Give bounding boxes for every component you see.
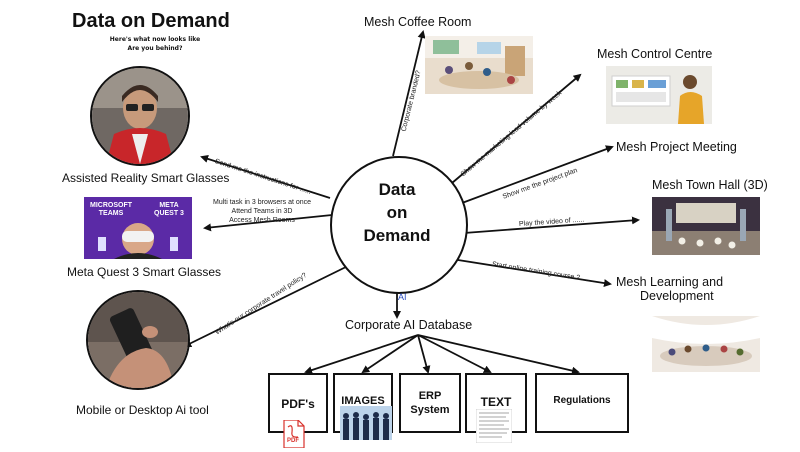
quest-left-line-1: MICROSOFT xyxy=(90,202,132,209)
node-control-centre: Mesh Control Centre xyxy=(597,47,713,61)
arrow-mobile xyxy=(183,263,353,347)
arrow-images xyxy=(361,334,419,374)
quest-left-caption: MICROSOFT TEAMS xyxy=(90,202,132,218)
quest-connector-line-2: Attend Teams in 3D xyxy=(231,208,293,215)
connector-label-quest: Multi task in 3 browsers at once Attend … xyxy=(213,198,311,225)
people-silhouette-icon xyxy=(340,406,392,440)
node-meta-quest: Meta Quest 3 Smart Glasses xyxy=(67,265,222,279)
smart-glasses-person-illustration xyxy=(92,68,188,164)
center-line-3: Demand xyxy=(363,226,431,245)
coffee-room-illustration xyxy=(425,36,533,94)
pdf-file-icon: PDF xyxy=(282,419,306,449)
town-hall-image xyxy=(652,197,760,255)
town-hall-illustration xyxy=(652,197,760,255)
mobile-tool-photo xyxy=(86,290,190,390)
learning-image xyxy=(652,316,760,372)
subtitle-line-2: Are you behind? xyxy=(127,45,183,52)
quest-right-line-2: QUEST 3 xyxy=(154,210,184,217)
center-line-2: on xyxy=(386,203,408,222)
node-town-hall: Mesh Town Hall (3D) xyxy=(652,178,768,192)
learning-illustration xyxy=(652,316,760,372)
arrow-learning xyxy=(457,259,612,288)
people-silhouette-graphic xyxy=(340,406,392,440)
erp-line-2: System xyxy=(410,404,450,416)
meta-quest-illustration xyxy=(84,197,192,259)
box-regulations: Regulations xyxy=(535,373,629,433)
arrow-control xyxy=(451,73,582,184)
text-document-graphic xyxy=(475,408,513,444)
arrow-erp xyxy=(417,334,431,374)
node-project-meeting: Mesh Project Meeting xyxy=(616,140,737,154)
box-regulations-label: Regulations xyxy=(553,395,611,406)
box-text-label: TEXT xyxy=(480,395,512,409)
arrow-project xyxy=(461,145,614,204)
text-document-icon xyxy=(475,408,513,444)
arrow-glasses xyxy=(200,155,331,199)
box-pdfs: PDF's xyxy=(268,373,328,433)
center-hub-label: Data on Demand xyxy=(330,178,464,247)
meta-quest-image: MICROSOFT TEAMS META QUEST 3 xyxy=(84,197,192,259)
coffee-room-image xyxy=(425,36,533,94)
control-centre-illustration xyxy=(606,66,712,124)
arrow-quest xyxy=(203,214,333,232)
node-mobile-tool: Mobile or Desktop Ai tool xyxy=(76,403,209,417)
box-pdfs-label: PDF's xyxy=(281,397,315,411)
page-title: Data on Demand xyxy=(72,10,230,32)
erp-line-1: ERP xyxy=(418,390,442,402)
arrow-text xyxy=(417,334,492,373)
box-images-label: IMAGES xyxy=(341,395,385,407)
mobile-hand-illustration xyxy=(88,292,188,388)
learning-line-1: Mesh Learning and xyxy=(616,275,724,289)
box-erp: ERP System xyxy=(399,373,461,433)
arrow-pdf xyxy=(304,334,419,374)
ai-sparkle-icon: AI xyxy=(398,292,407,302)
page-subtitle: Here's what now looks like Are you behin… xyxy=(80,35,230,53)
arrow-coffee xyxy=(392,30,426,157)
pdf-icon-text: PDF xyxy=(287,438,299,444)
quest-right-caption: META QUEST 3 xyxy=(154,202,184,218)
arrow-regulations xyxy=(417,334,580,375)
quest-connector-line-3: Access Mesh Rooms xyxy=(229,217,295,224)
quest-connector-line-1: Multi task in 3 browsers at once xyxy=(213,199,312,206)
box-erp-label: ERP System xyxy=(401,389,459,417)
node-learning: Mesh Learning and Development xyxy=(616,275,723,303)
quest-left-line-2: TEAMS xyxy=(98,210,124,217)
ai-label: AI xyxy=(398,292,407,302)
node-coffee-room: Mesh Coffee Room xyxy=(364,15,472,29)
node-corporate-database: Corporate AI Database xyxy=(345,318,473,332)
arrow-townhall xyxy=(463,216,640,234)
quest-right-line-1: META xyxy=(159,202,179,209)
pdf-file-icon-graphic xyxy=(283,419,305,449)
learning-line-2: Development xyxy=(640,289,714,303)
subtitle-line-1: Here's what now looks like xyxy=(109,36,201,43)
control-centre-image xyxy=(606,66,712,124)
center-line-1: Data xyxy=(378,180,416,199)
center-hub-circle xyxy=(330,156,468,294)
assisted-glasses-photo xyxy=(90,66,190,166)
node-assisted-glasses: Assisted Reality Smart Glasses xyxy=(62,171,230,185)
